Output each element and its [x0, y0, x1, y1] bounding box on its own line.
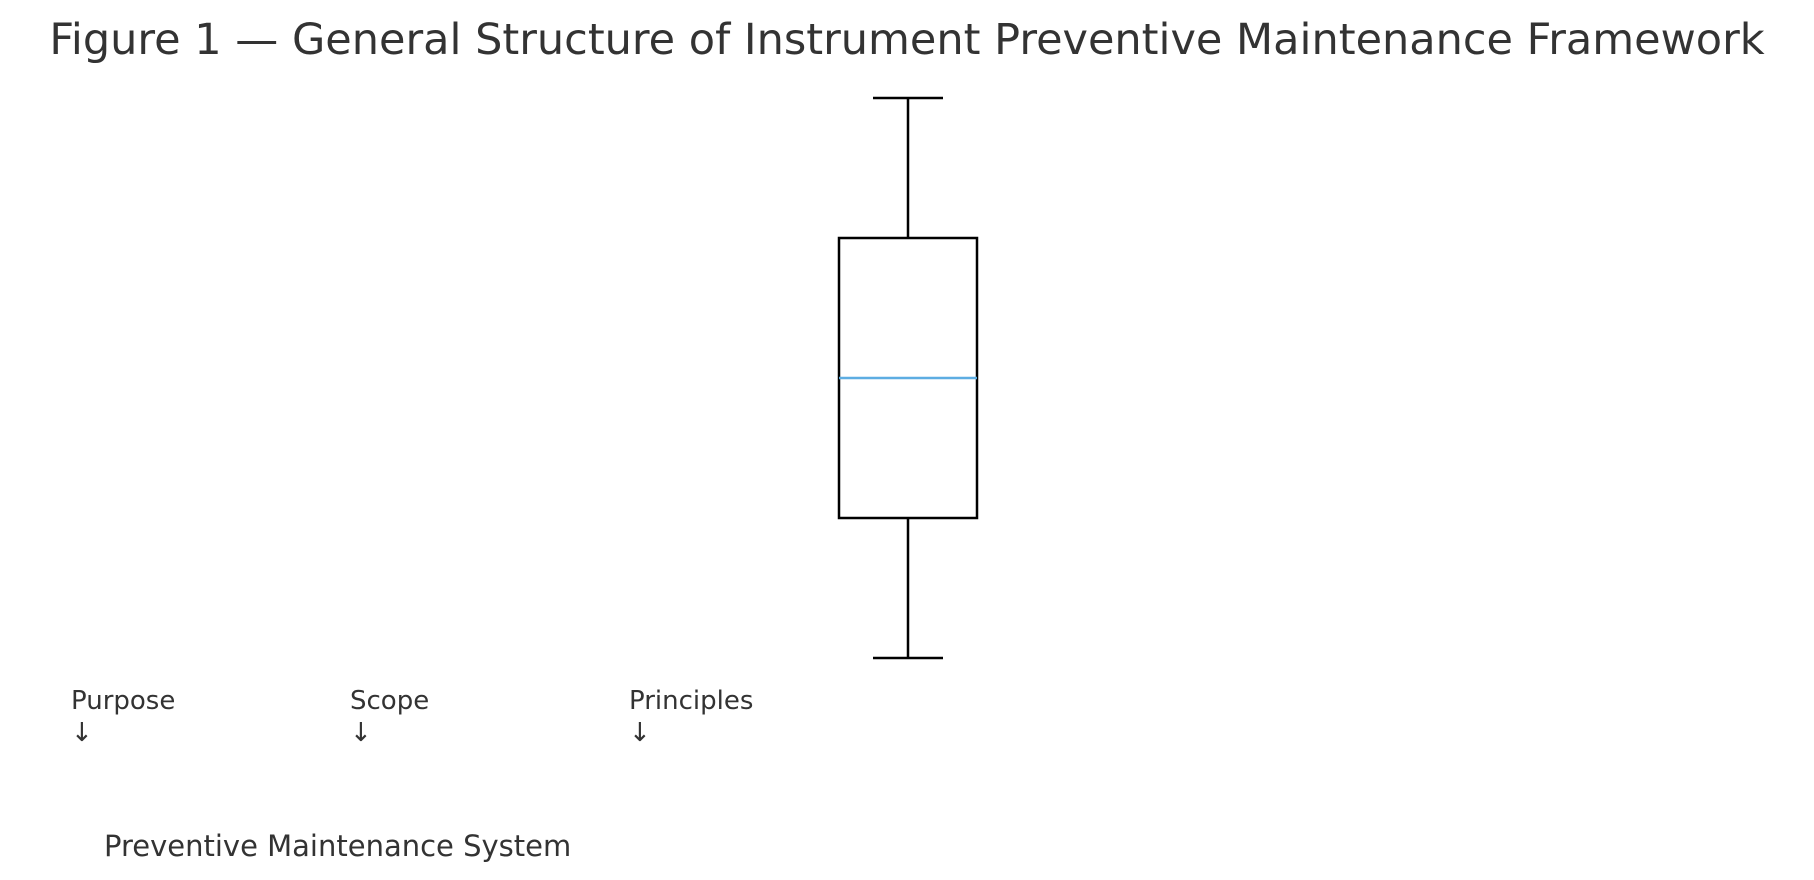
- component-label-principles: Principles: [629, 686, 754, 716]
- down-arrow-icon: ↓: [71, 718, 93, 748]
- down-arrow-icon: ↓: [350, 718, 372, 748]
- down-arrow-icon: ↓: [629, 718, 651, 748]
- system-label: Preventive Maintenance System: [104, 829, 572, 863]
- figure-title: Figure 1 — General Structure of Instrume…: [49, 15, 1765, 65]
- component-label-purpose: Purpose: [71, 686, 176, 716]
- component-label-scope: Scope: [350, 686, 430, 716]
- box-plot: [837, 96, 979, 660]
